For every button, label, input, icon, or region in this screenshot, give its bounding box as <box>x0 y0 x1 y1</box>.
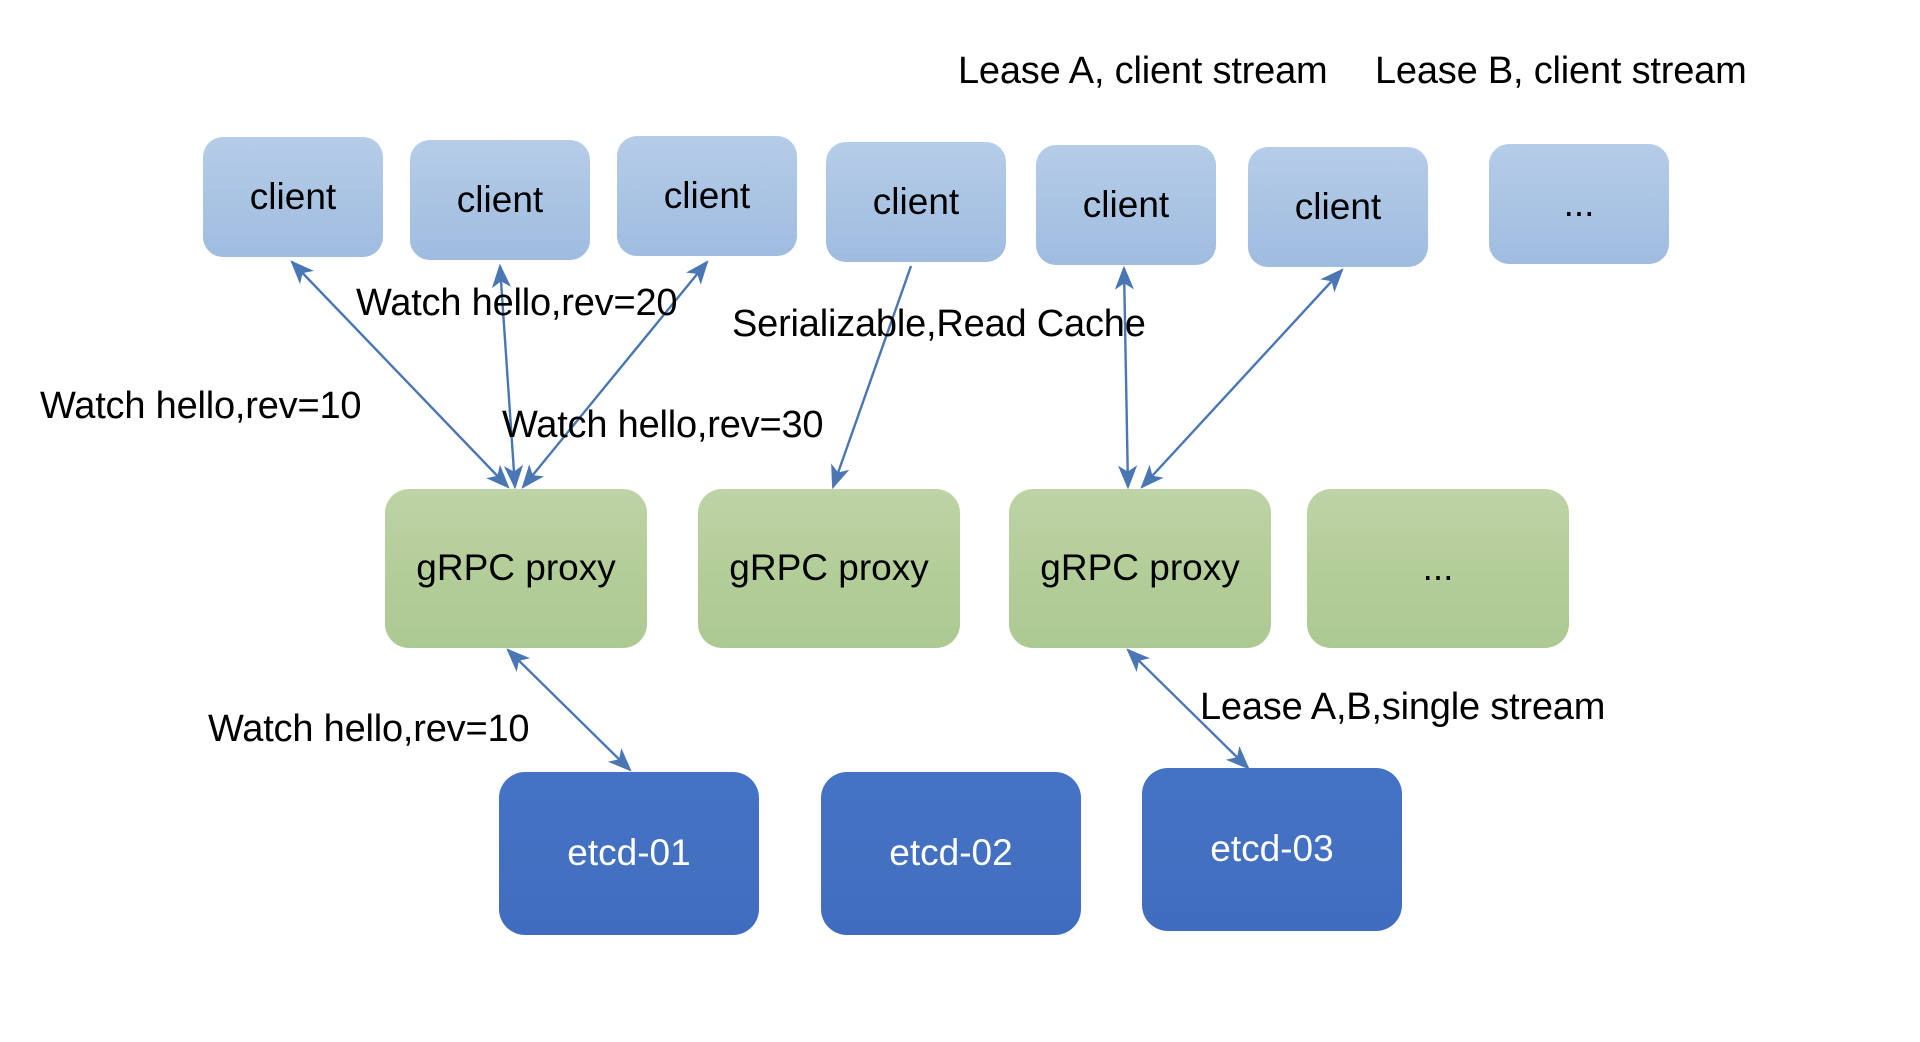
node-grpc-proxy-1[interactable]: gRPC proxy <box>385 489 647 648</box>
node-label: ... <box>1422 547 1454 589</box>
label-watch-rev-10-bottom: Watch hello,rev=10 <box>208 708 530 750</box>
node-label: gRPC proxy <box>729 547 929 589</box>
label-lease-ab-single-stream: Lease A,B,single stream <box>1200 686 1606 728</box>
node-label: client <box>1294 185 1382 227</box>
node-client-ellipsis[interactable]: ... <box>1489 144 1669 264</box>
label-watch-rev-10-top: Watch hello,rev=10 <box>40 385 362 427</box>
node-client-2[interactable]: client <box>410 140 590 260</box>
node-label: gRPC proxy <box>1040 547 1240 589</box>
node-etcd-03[interactable]: etcd-03 <box>1142 768 1402 931</box>
node-etcd-02[interactable]: etcd-02 <box>821 772 1081 935</box>
node-client-4[interactable]: client <box>826 142 1006 262</box>
edge-client5-proxy3 <box>1114 265 1138 490</box>
node-label: etcd-02 <box>889 832 1013 874</box>
label-watch-rev-30: Watch hello,rev=30 <box>502 404 824 446</box>
node-client-1[interactable]: client <box>203 137 383 257</box>
node-label: client <box>663 174 751 216</box>
label-lease-b-client-stream: Lease B, client stream <box>1375 50 1747 92</box>
node-label: client <box>456 178 544 220</box>
node-grpc-proxy-ellipsis[interactable]: ... <box>1307 489 1569 648</box>
edge-client4-proxy2 <box>831 265 913 490</box>
node-label: ... <box>1563 182 1595 224</box>
node-label: client <box>872 180 960 222</box>
label-serializable-read-cache: Serializable,Read Cache <box>732 303 1146 345</box>
node-client-5[interactable]: client <box>1036 145 1216 265</box>
node-etcd-01[interactable]: etcd-01 <box>499 772 759 935</box>
label-watch-rev-20: Watch hello,rev=20 <box>356 282 678 324</box>
node-label: client <box>249 175 337 217</box>
node-label: gRPC proxy <box>416 547 616 589</box>
label-lease-a-client-stream: Lease A, client stream <box>958 50 1328 92</box>
node-grpc-proxy-3[interactable]: gRPC proxy <box>1009 489 1271 648</box>
edge-client6-proxy3 <box>1140 268 1344 489</box>
node-grpc-proxy-2[interactable]: gRPC proxy <box>698 489 960 648</box>
node-label: etcd-03 <box>1210 828 1334 870</box>
node-label: etcd-01 <box>567 832 691 874</box>
node-label: client <box>1082 183 1170 225</box>
node-client-6[interactable]: client <box>1248 147 1428 267</box>
node-client-3[interactable]: client <box>617 136 797 256</box>
